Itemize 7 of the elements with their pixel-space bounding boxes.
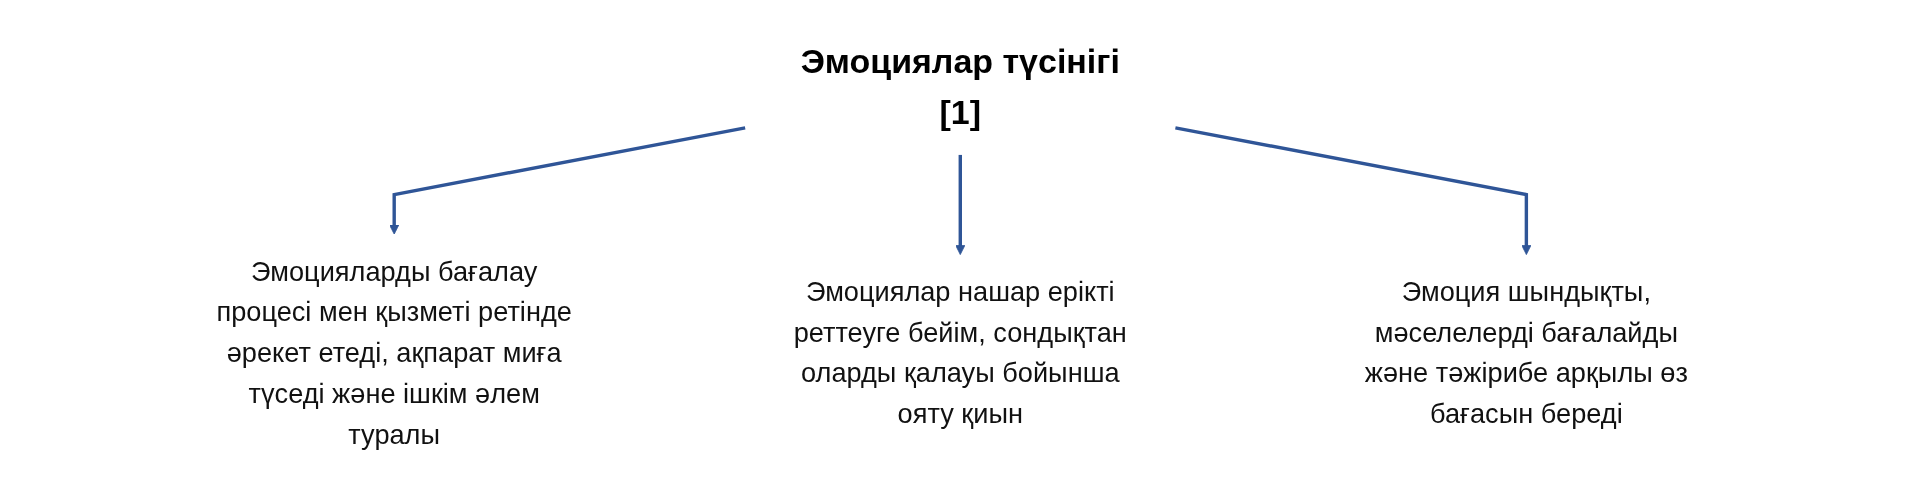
arrow xyxy=(1174,126,1532,255)
node-text: Эмоциялар нашар ерікті реттеуге бейім, сондықтан оларды қалауы бойынша ояту қиын xyxy=(793,276,1127,429)
arrow xyxy=(955,154,965,255)
node-text: Эмоциялар түсінігі [1] xyxy=(800,42,1120,132)
arrow xyxy=(388,126,746,235)
node-text: Эмоцияларды бағалау процесі мен қызметі ретінде әрекет етеді, ақпарат миға түседі және ішкім әлем туралы xyxy=(216,255,572,450)
node-text: Эмоция шындықты, мәселелерді бағалайды және тәжірибе арқылы өз бағасын береді xyxy=(1364,276,1688,429)
